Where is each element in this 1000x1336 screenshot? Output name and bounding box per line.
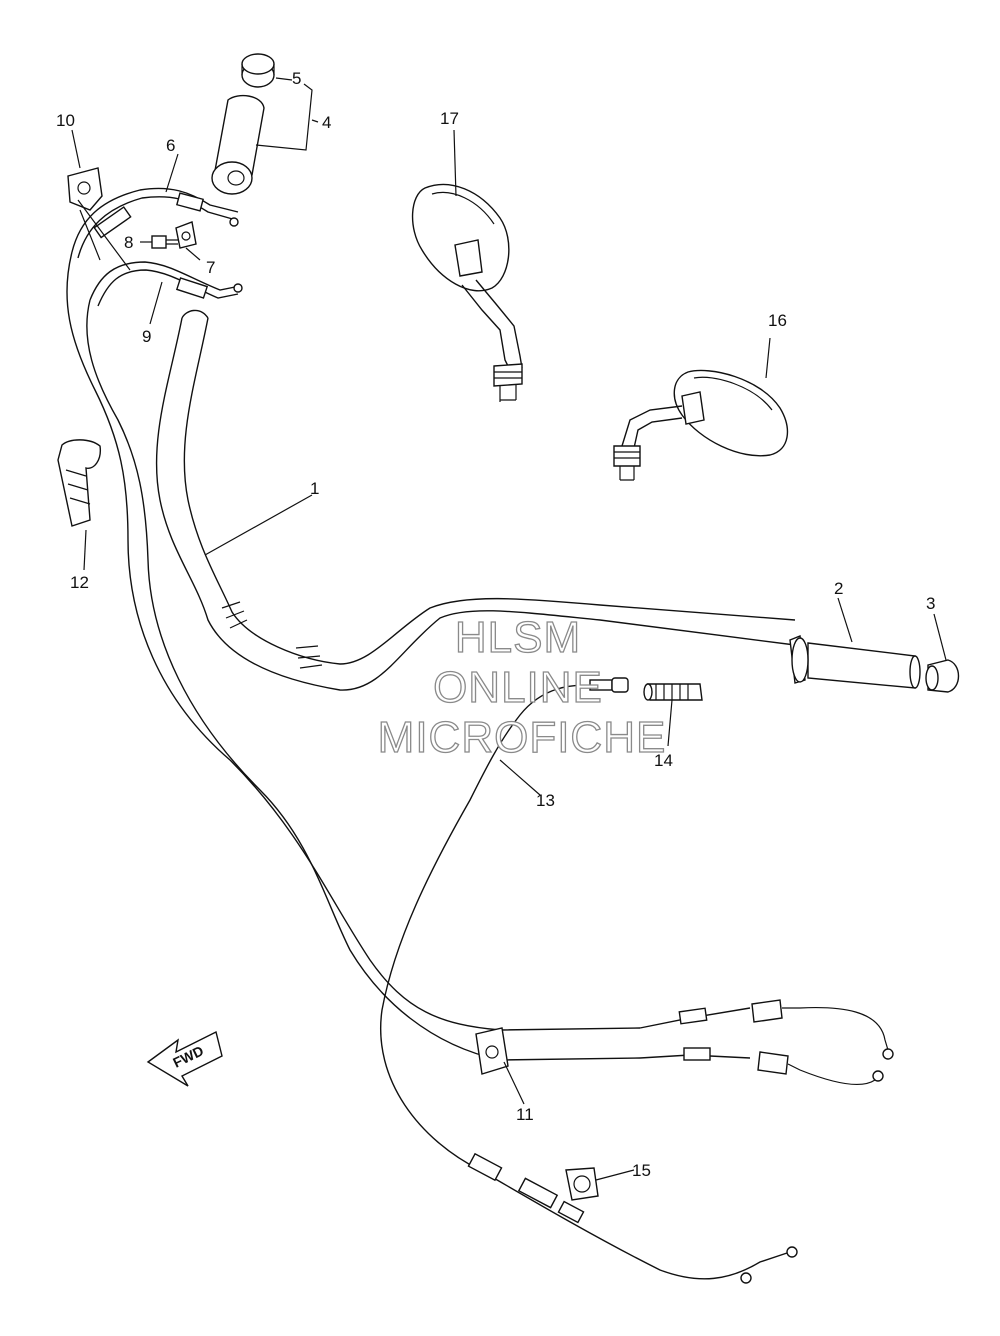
label-1: 1 xyxy=(310,479,319,498)
watermark-line-2: ONLINE xyxy=(433,663,603,712)
grip-end xyxy=(925,659,960,693)
long-cables xyxy=(66,251,894,1086)
cable-clamp-upper xyxy=(67,167,103,211)
cable-clamp-lower xyxy=(475,1027,509,1075)
cable-holder xyxy=(57,439,101,527)
watermark-line-1: HLSM xyxy=(455,613,581,662)
label-6: 6 xyxy=(166,136,175,155)
fwd-arrow: FWD xyxy=(146,1030,223,1087)
label-14: 14 xyxy=(654,751,673,770)
throttle-cable-lower xyxy=(89,261,243,307)
right-grip xyxy=(789,635,921,689)
throttle-grip xyxy=(211,94,265,195)
handlebar xyxy=(155,309,796,691)
cable-clip xyxy=(565,1167,599,1201)
mirror-left xyxy=(411,183,523,402)
cable-13 xyxy=(380,677,798,1284)
cable-adjuster xyxy=(643,683,703,701)
throttle-cable-upper xyxy=(71,187,239,259)
label-15: 15 xyxy=(632,1161,651,1180)
label-5: 5 xyxy=(292,69,301,88)
label-16: 16 xyxy=(768,311,787,330)
label-8: 8 xyxy=(124,233,133,252)
bolt xyxy=(151,235,178,249)
label-2: 2 xyxy=(834,579,843,598)
leader-lines xyxy=(71,77,947,1181)
label-13: 13 xyxy=(536,791,555,810)
label-11: 11 xyxy=(516,1105,534,1124)
label-7: 7 xyxy=(206,258,215,277)
label-9: 9 xyxy=(142,327,151,346)
label-4: 4 xyxy=(322,113,331,132)
label-3: 3 xyxy=(926,594,935,613)
mirror-right xyxy=(613,369,789,481)
watermark: HLSM ONLINE MICROFICHE xyxy=(377,612,667,762)
label-10: 10 xyxy=(56,111,75,130)
bracket-plate xyxy=(175,221,197,249)
grip-collar xyxy=(241,53,275,88)
label-17: 17 xyxy=(440,109,459,128)
part-labels: 1 2 3 4 5 6 7 8 9 10 11 12 13 14 15 16 1… xyxy=(56,69,935,1180)
watermark-line-3: MICROFICHE xyxy=(378,713,667,762)
label-12: 12 xyxy=(70,573,89,592)
